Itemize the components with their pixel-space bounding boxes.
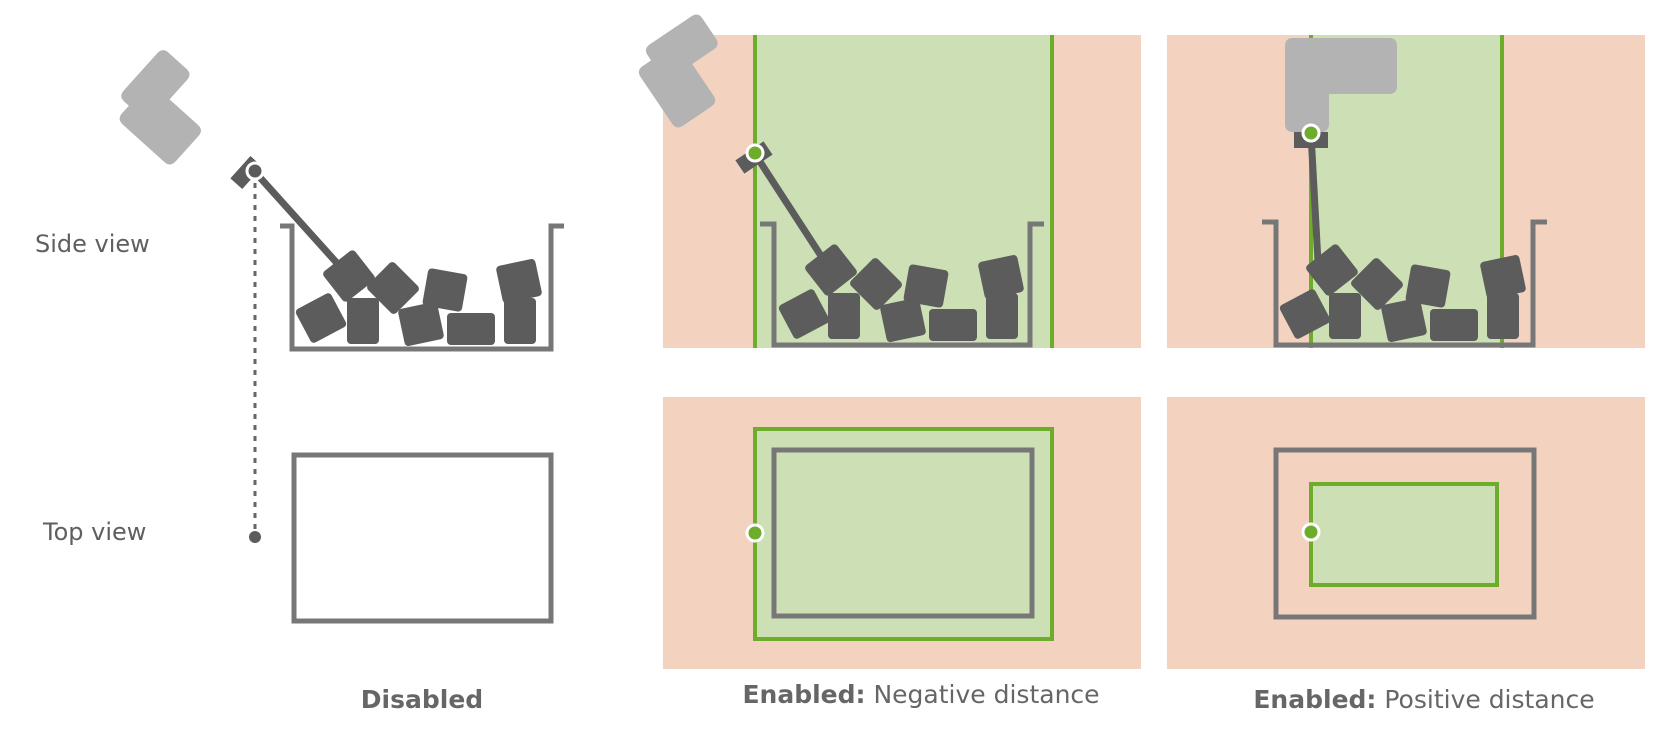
column-positive-distance <box>1167 35 1645 669</box>
bin-top-view <box>291 452 554 624</box>
caption-positive-distance: Enabled: Positive distance <box>1253 685 1594 714</box>
column-negative-distance <box>628 11 1141 669</box>
gripper-arm <box>1307 133 1322 263</box>
bin-side-view <box>1262 219 1547 348</box>
tcp-point-icon <box>1301 123 1321 143</box>
parts-pile <box>294 248 543 347</box>
tcp-point-icon <box>745 523 765 543</box>
row-label-side-view: Side view <box>35 230 150 258</box>
tcp-point-icon <box>245 161 265 181</box>
bin-top-view <box>771 447 1035 619</box>
tcp-point-icon <box>1301 522 1321 542</box>
bin-top-view <box>1273 447 1537 620</box>
bin-side-view <box>760 221 1044 348</box>
projection-point <box>249 531 261 543</box>
gripper-arm <box>252 169 348 275</box>
tcp-point-icon <box>745 143 765 163</box>
row-label-top-view: Top view <box>42 518 146 546</box>
valid-zone-top <box>1309 482 1499 587</box>
parts-pile <box>1278 242 1527 343</box>
caption-disabled: Disabled <box>361 685 483 714</box>
gripper-arm <box>752 152 828 264</box>
gripper-icon <box>106 47 263 190</box>
bin-side-view <box>280 223 564 352</box>
parts-pile <box>777 242 1025 343</box>
valid-zone-top <box>753 427 1054 641</box>
column-disabled <box>106 47 564 624</box>
caption-negative-distance: Enabled: Negative distance <box>742 680 1099 709</box>
